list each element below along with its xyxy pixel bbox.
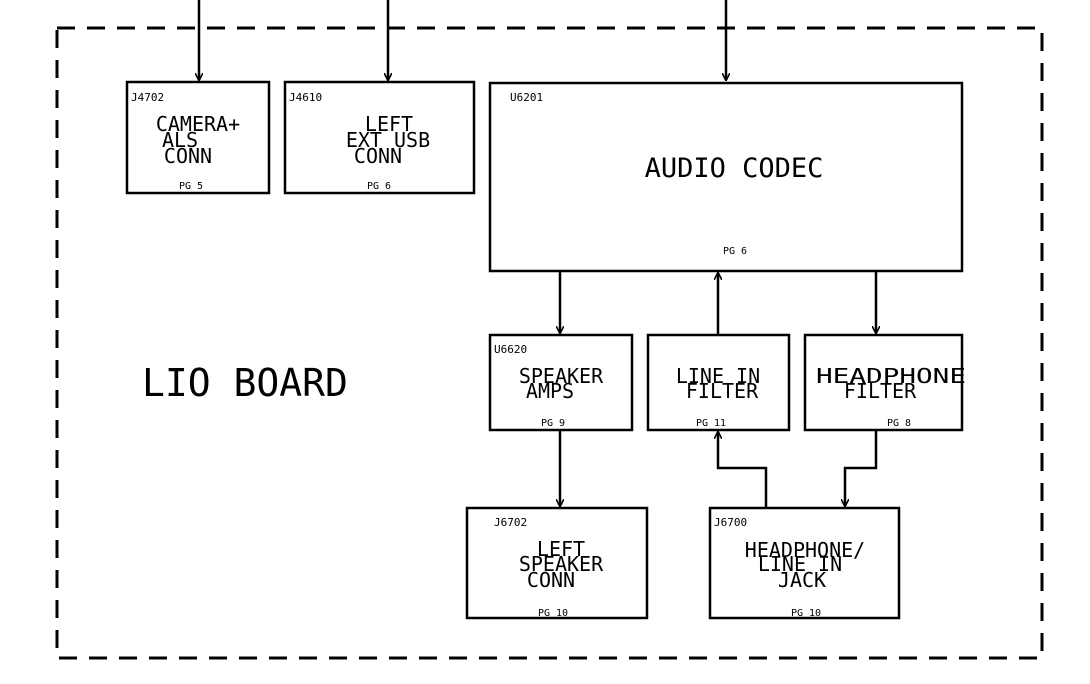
block-label-line: LEFT (365, 112, 413, 136)
headphone-filter-block: HEADPHONE FILTER PG 8 (803, 333, 966, 432)
block-label-line: HEADPHONE (816, 364, 966, 388)
connections (199, 0, 876, 507)
block-label-line: JACK (778, 568, 826, 592)
block-label-line: CONN (164, 144, 212, 168)
block-label-line: AMPS (526, 379, 574, 403)
block-page-ref: PG 6 (723, 246, 747, 257)
block-label-line: ALS (162, 128, 198, 152)
left-speaker-conn-box (465, 506, 649, 620)
block-page-ref: PG 5 (179, 181, 203, 192)
wire-headphone-filter-to-jack (845, 431, 878, 506)
block-ref: J6702 (494, 516, 527, 529)
block-page-ref: PG 9 (541, 418, 565, 429)
audio-codec-box (488, 81, 964, 273)
line-in-filter-box (646, 333, 791, 432)
board-label: LIO BOARD (142, 361, 348, 405)
camera-als-conn-box (125, 80, 271, 195)
block-ref: J4610 (289, 91, 322, 104)
headphone-line-in-jack-block: J6700 HEADPHONE/ LINE IN JACK PG 10 (708, 506, 901, 620)
speaker-amps-block: U6620 SPEAKER AMPS PG 9 (488, 333, 634, 432)
audio-codec-block: U6201 AUDIO CODEC PG 6 (488, 81, 964, 273)
block-label-line: CONN (354, 144, 402, 168)
block-label-line: SPEAKER (519, 552, 604, 576)
left-speaker-conn-block: J6702 LEFT SPEAKER CONN PG 10 (465, 506, 649, 620)
block-label-line: HEADPHONE/ (745, 538, 865, 562)
wire-jack-to-line-in-filter (718, 432, 768, 507)
block-ref: U6620 (494, 343, 527, 356)
block-page-ref: PG 10 (538, 608, 568, 619)
block-label-line: AUDIO CODEC (645, 153, 824, 184)
block-page-ref: PG 8 (887, 418, 911, 429)
block-label-line: LINE IN (758, 552, 842, 576)
block-label-line: CAMERA+ (156, 112, 240, 136)
headphone-filter-box (803, 333, 964, 432)
block-ref: J6700 (714, 516, 747, 529)
left-ext-usb-conn-box (283, 80, 476, 195)
block-label-line: LEFT (537, 537, 585, 561)
headphone-line-in-jack-box (708, 506, 901, 620)
block-page-ref: PG 10 (791, 608, 821, 619)
block-label-line: FILTER (844, 379, 917, 403)
camera-als-conn-block: J4702 CAMERA+ ALS CONN PG 5 (125, 80, 271, 195)
block-ref: J4702 (131, 91, 164, 104)
block-page-ref: PG 11 (696, 418, 726, 429)
block-label-line: LINE IN (676, 364, 760, 388)
block-label-line: FILTER (686, 379, 759, 403)
line-in-filter-block: LINE IN FILTER PG 11 (646, 333, 791, 432)
left-ext-usb-conn-block: J4610 LEFT EXT USB CONN PG 6 (283, 80, 476, 195)
block-label-line: EXT USB (346, 128, 430, 152)
block-label-line: CONN (527, 568, 575, 592)
speaker-amps-box (488, 333, 634, 432)
block-ref: U6201 (510, 91, 543, 104)
board-boundary (55, 26, 1044, 660)
block-page-ref: PG 6 (367, 181, 391, 192)
block-label-line: SPEAKER (519, 364, 604, 388)
